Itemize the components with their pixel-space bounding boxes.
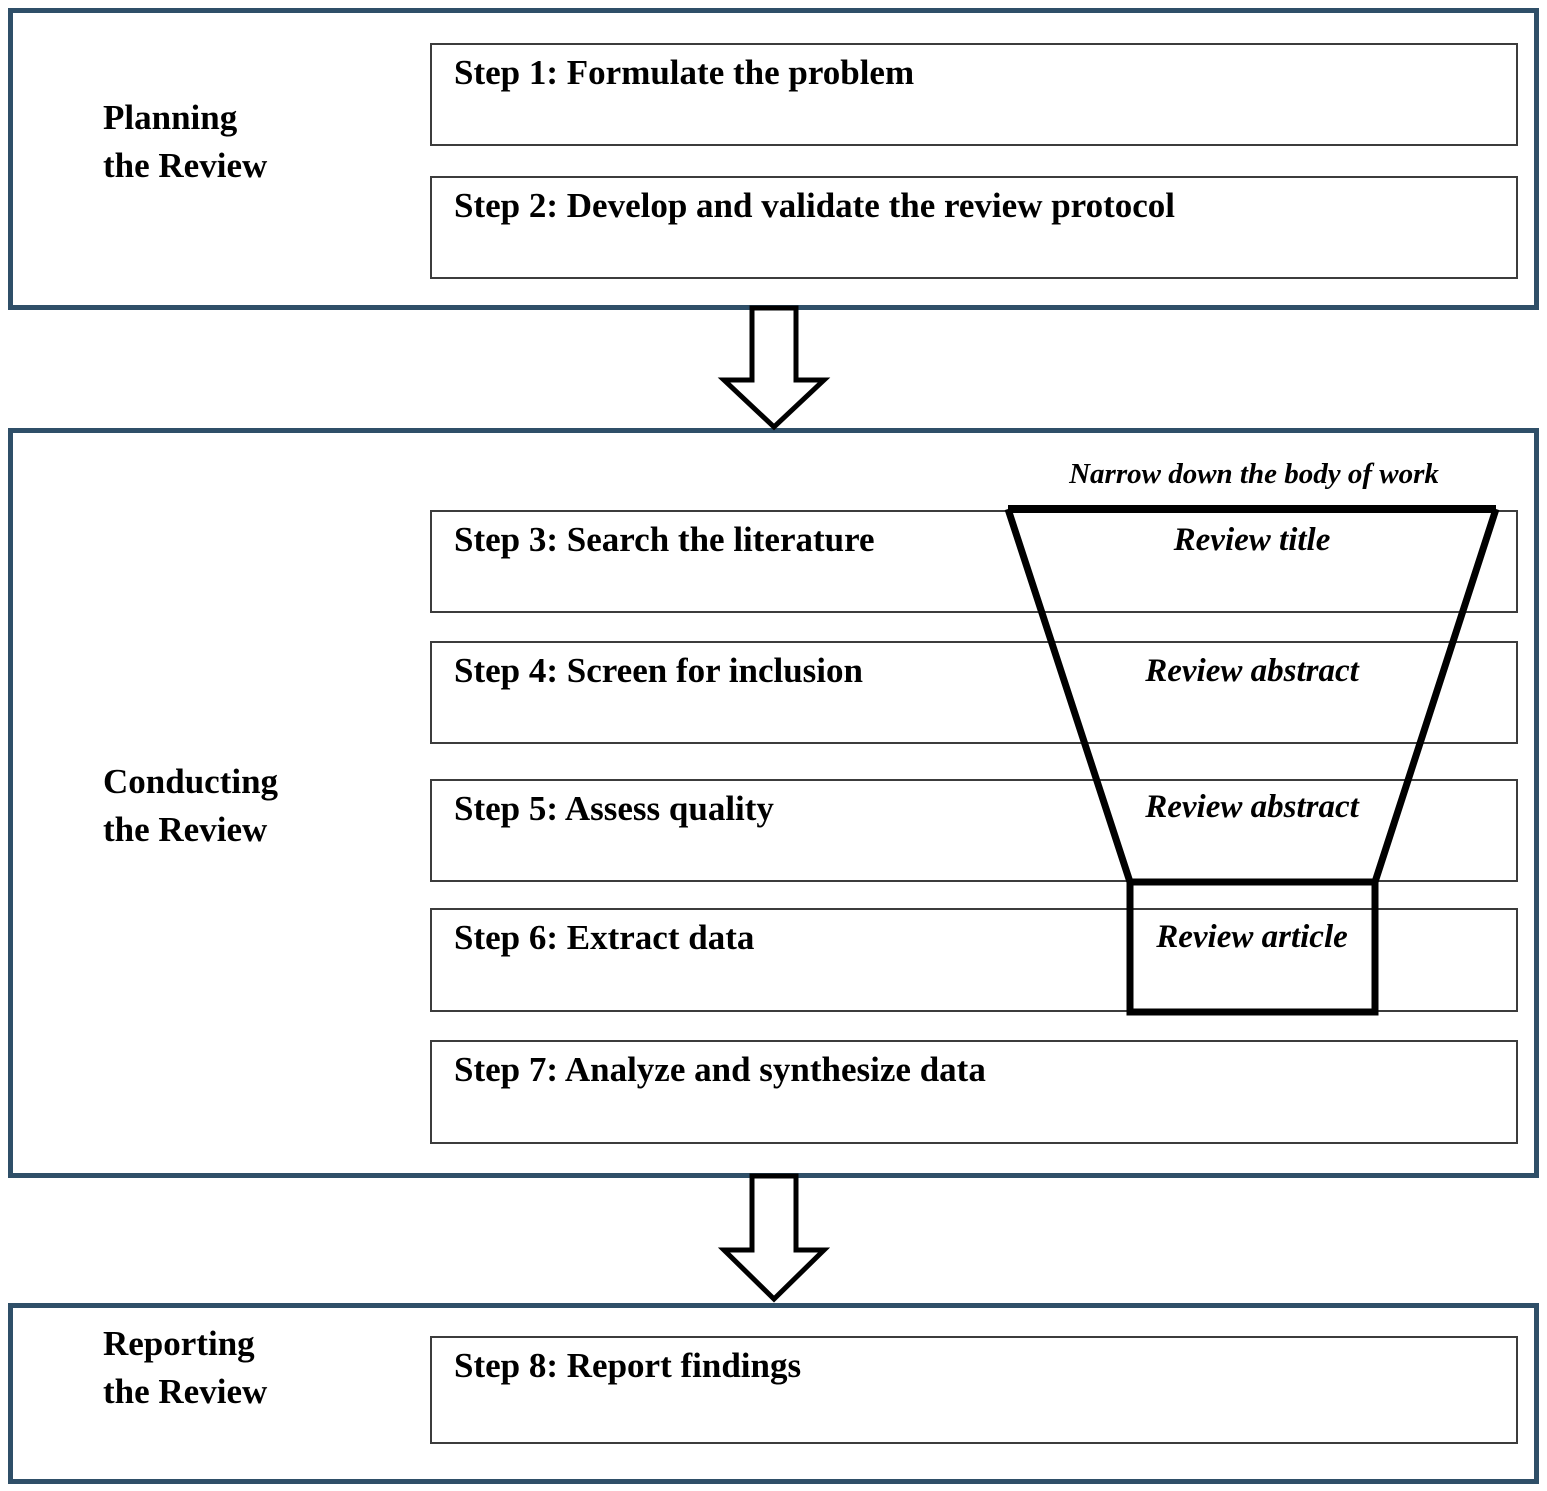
conducting-label: Conducting the Review <box>103 758 278 854</box>
step-5-text: Step 5: Assess quality <box>454 789 774 828</box>
step-8-box: Step 8: Report findings <box>430 1336 1518 1444</box>
step-4-box: Step 4: Screen for inclusion <box>430 641 1518 744</box>
planning-label-line1: Planning <box>103 98 238 137</box>
reporting-label-line1: Reporting <box>103 1324 255 1363</box>
step-2-box: Step 2: Develop and validate the review … <box>430 176 1518 279</box>
down-arrow-icon-2 <box>717 1173 831 1303</box>
step-5-box: Step 5: Assess quality <box>430 779 1518 882</box>
step-2-text: Step 2: Develop and validate the review … <box>454 186 1176 225</box>
step-7-box: Step 7: Analyze and synthesize data <box>430 1040 1518 1144</box>
step-3-text: Step 3: Search the literature <box>454 520 875 559</box>
step-3-box: Step 3: Search the literature <box>430 510 1518 613</box>
reporting-label-line2: the Review <box>103 1372 268 1411</box>
funnel-label-review-abstract-1: Review abstract <box>1145 653 1359 689</box>
funnel-label-review-abstract-2: Review abstract <box>1145 789 1359 825</box>
step-7-text: Step 7: Analyze and synthesize data <box>454 1050 986 1089</box>
step-1-box: Step 1: Formulate the problem <box>430 43 1518 146</box>
funnel-label-review-title: Review title <box>1173 522 1331 558</box>
step-1-text: Step 1: Formulate the problem <box>454 53 915 92</box>
funnel-label-review-article: Review article <box>1156 919 1348 955</box>
reporting-label: Reporting the Review <box>103 1320 267 1416</box>
planning-label: Planning the Review <box>103 94 267 190</box>
step-8-text: Step 8: Report findings <box>454 1346 802 1385</box>
planning-label-line2: the Review <box>103 146 268 185</box>
conducting-label-line1: Conducting <box>103 762 279 801</box>
conducting-label-line2: the Review <box>103 810 268 849</box>
step-4-text: Step 4: Screen for inclusion <box>454 651 863 690</box>
funnel-caption: Narrow down the body of work <box>1069 458 1439 490</box>
down-arrow-icon-1 <box>717 305 831 431</box>
step-6-text: Step 6: Extract data <box>454 918 755 957</box>
